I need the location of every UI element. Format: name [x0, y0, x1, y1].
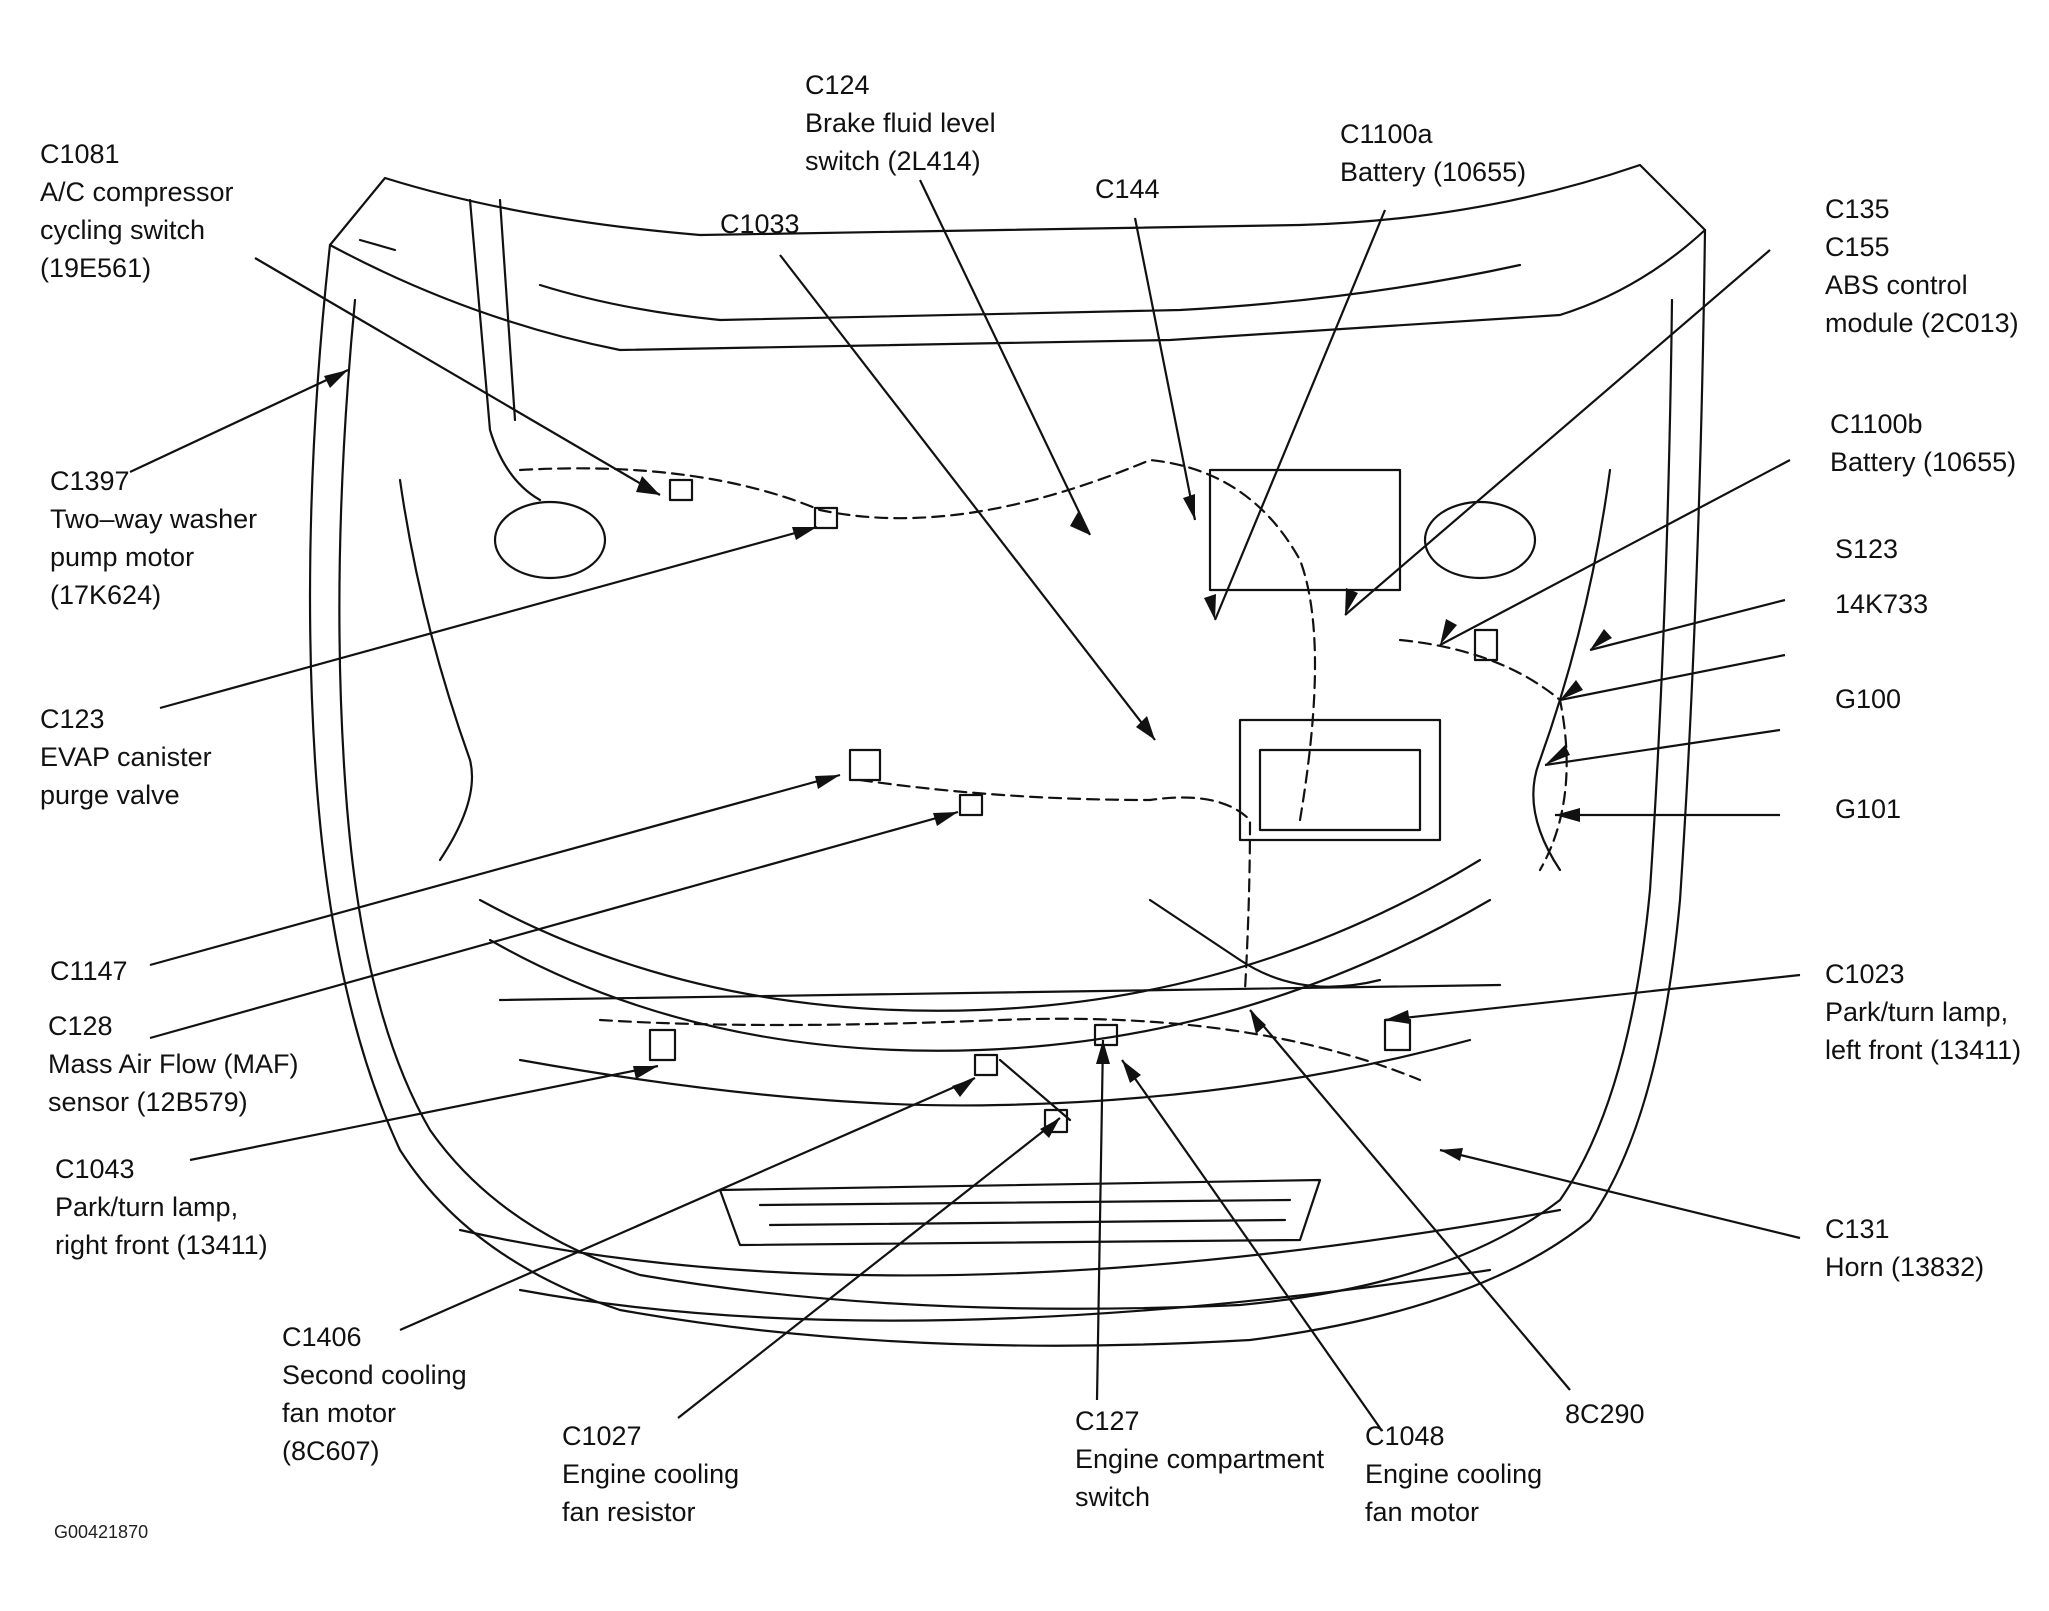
callout-line: cycling switch	[40, 215, 206, 245]
callout-line: sensor (12B579)	[48, 1087, 248, 1117]
callout-c128: C128 Mass Air Flow (MAF) sensor (12B579)	[48, 1007, 299, 1121]
callout-c127: C127 Engine compartment switch	[1075, 1402, 1324, 1516]
callout-c1027: C1027 Engine cooling fan resistor	[562, 1417, 739, 1531]
callout-c1023: C1023 Park/turn lamp, left front (13411)	[1825, 955, 2021, 1069]
callout-line: C127	[1075, 1406, 1140, 1436]
callout-line: Mass Air Flow (MAF)	[48, 1049, 299, 1079]
callout-c1033: C1033	[720, 205, 800, 243]
callout-c144: C144	[1095, 170, 1160, 208]
callout-g101: G101	[1835, 790, 1901, 828]
callout-line: C1081	[40, 139, 120, 169]
callout-c124: C124 Brake fluid level switch (2L414)	[805, 66, 996, 180]
callout-line: C155	[1825, 232, 1890, 262]
callout-line: EVAP canister	[40, 742, 212, 772]
front-grille	[718, 1178, 1322, 1247]
callout-line: purge valve	[40, 780, 180, 810]
figure-id: G00421870	[54, 1522, 149, 1542]
callout-line: C128	[48, 1011, 113, 1041]
callout-line: C1033	[720, 209, 800, 239]
callout-line: fan motor	[282, 1398, 397, 1428]
callout-line: G101	[1835, 794, 1902, 824]
callout-14k733: 14K733	[1835, 585, 1928, 623]
callout-line: Battery (10655)	[1340, 157, 1527, 187]
battery-box	[1208, 468, 1402, 592]
callout-line: Park/turn lamp,	[1825, 997, 2009, 1027]
radiator-support	[478, 858, 1482, 1012]
callout-line: pump motor	[50, 542, 195, 572]
callout-line: C1048	[1365, 1421, 1445, 1451]
callout-line: Park/turn lamp,	[55, 1192, 239, 1222]
callout-line: fan resistor	[562, 1497, 696, 1527]
callout-line: switch	[1075, 1482, 1151, 1512]
callout-line: C1397	[50, 466, 130, 496]
callout-line: C123	[40, 704, 105, 734]
callout-line: Brake fluid level	[805, 108, 996, 138]
callout-line: fan motor	[1365, 1497, 1480, 1527]
callout-c1100a: C1100a Battery (10655)	[1340, 115, 1526, 191]
hood-outline	[328, 163, 1707, 352]
callout-line: C131	[1825, 1214, 1890, 1244]
callout-line: Second cooling	[282, 1360, 467, 1390]
callout-c1048: C1048 Engine cooling fan motor	[1365, 1417, 1542, 1531]
callout-s123: S123	[1835, 530, 1898, 568]
callout-line: (17K624)	[50, 580, 162, 610]
callout-line: switch (2L414)	[805, 146, 981, 176]
callout-line: C1043	[55, 1154, 135, 1184]
callout-line: Horn (13832)	[1825, 1252, 1985, 1282]
callout-line: right front (13411)	[55, 1230, 268, 1260]
callout-line: left front (13411)	[1825, 1035, 2022, 1065]
callout-line: G100	[1835, 684, 1902, 714]
callout-line: C1027	[562, 1421, 642, 1451]
callout-line: C124	[805, 70, 870, 100]
callout-line: Engine cooling	[562, 1459, 740, 1489]
callout-c1147: C1147	[50, 952, 128, 990]
callout-line: (8C607)	[282, 1436, 380, 1466]
callout-line: C1100a	[1340, 119, 1433, 149]
callout-line: ABS control	[1825, 270, 1968, 300]
callout-8c290: 8C290	[1565, 1395, 1645, 1433]
body-outline	[308, 228, 1707, 1347]
callout-c1081: C1081 A/C compressor cycling switch (19E…	[40, 135, 234, 287]
callout-line: module (2C013)	[1825, 308, 2019, 338]
callout-line: S123	[1835, 534, 1899, 564]
callout-line: A/C compressor	[40, 177, 234, 207]
callout-line: C1147	[50, 956, 128, 986]
callout-line: Battery (10655)	[1830, 447, 2017, 477]
callout-c135-c155: C135 C155 ABS control module (2C013)	[1825, 190, 2019, 342]
callout-c131: C131 Horn (13832)	[1825, 1210, 1984, 1286]
callout-line: C1100b	[1830, 409, 1923, 439]
callout-line: C1406	[282, 1322, 362, 1352]
callout-c1100b: C1100b Battery (10655)	[1830, 405, 2016, 481]
callout-c123: C123 EVAP canister purge valve	[40, 700, 212, 814]
callout-c1043: C1043 Park/turn lamp, right front (13411…	[55, 1150, 268, 1264]
callout-line: Two–way washer	[50, 504, 258, 534]
callout-line: C135	[1825, 194, 1890, 224]
callout-g100: G100	[1835, 680, 1901, 718]
callout-c1397: C1397 Two–way washer pump motor (17K624)	[50, 462, 257, 614]
callout-line: Engine compartment	[1075, 1444, 1325, 1474]
callout-line: C1023	[1825, 959, 1905, 989]
callout-line: 8C290	[1565, 1399, 1645, 1429]
callout-line: (19E561)	[40, 253, 152, 283]
callout-line: C144	[1095, 174, 1160, 204]
callout-line: 14K733	[1835, 589, 1929, 619]
callout-c1406: C1406 Second cooling fan motor (8C607)	[282, 1318, 467, 1470]
callout-line: Engine cooling	[1365, 1459, 1543, 1489]
